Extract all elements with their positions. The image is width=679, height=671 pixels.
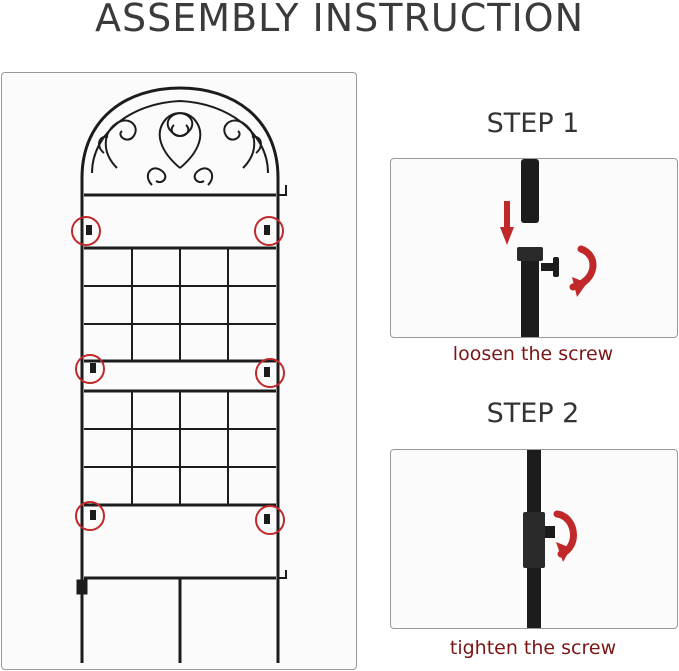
trellis-illustration bbox=[71, 86, 287, 663]
step-2-caption: tighten the screw bbox=[449, 637, 617, 659]
step-1-caption: loosen the screw bbox=[452, 343, 614, 365]
step-2-illustration bbox=[390, 449, 678, 629]
step-2-title: STEP 2 bbox=[486, 398, 580, 429]
down-arrow-icon bbox=[500, 201, 514, 245]
page-title: ASSEMBLY INSTRUCTION bbox=[95, 0, 584, 40]
step-1-title: STEP 1 bbox=[486, 108, 580, 139]
trellis-panel bbox=[1, 72, 357, 670]
step-1-illustration bbox=[390, 158, 678, 338]
